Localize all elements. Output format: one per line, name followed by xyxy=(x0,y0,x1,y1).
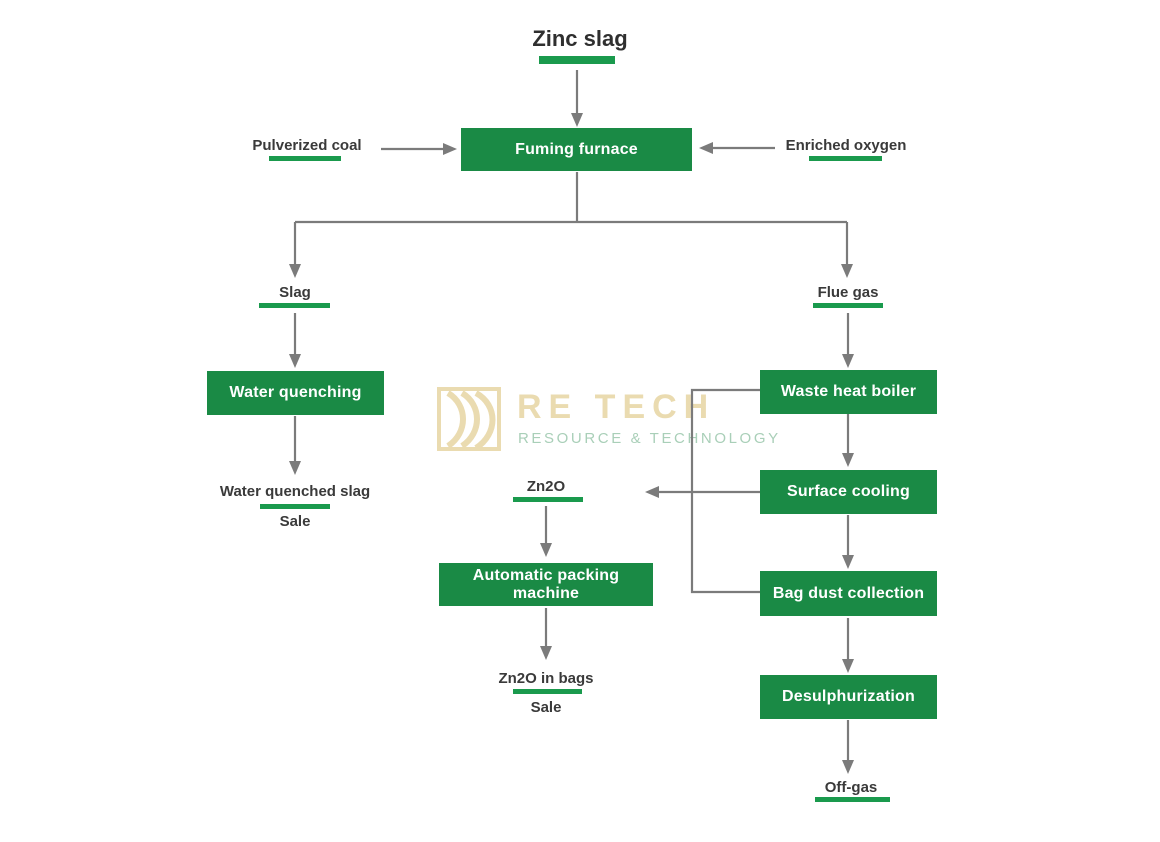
zn2o-in-bags-underline xyxy=(513,689,582,694)
label-zn2o: Zn2O xyxy=(526,478,566,495)
watermark-name: RE TECH xyxy=(517,388,716,426)
node-automatic-packing-machine: Automatic packing machine xyxy=(439,563,653,606)
title-underline xyxy=(539,56,615,64)
label-off-gas: Off-gas xyxy=(824,779,878,796)
node-desulphurization: Desulphurization xyxy=(760,675,937,719)
label-enriched-oxygen: Enriched oxygen xyxy=(785,137,907,154)
node-bag-dust-collection: Bag dust collection xyxy=(760,571,937,616)
label-zn2o-in-bags: Zn2O in bags xyxy=(498,670,594,687)
enriched-oxygen-underline xyxy=(809,156,882,161)
page-title: Zinc slag xyxy=(532,26,628,51)
re-tech-logo xyxy=(436,386,508,454)
label-water-quenched-slag-sale: Sale xyxy=(279,513,311,530)
label-water-quenched-slag: Water quenched slag xyxy=(219,483,371,500)
label-flue-gas: Flue gas xyxy=(817,284,879,301)
zn2o-underline xyxy=(513,497,583,502)
node-fuming-furnace: Fuming furnace xyxy=(461,128,692,171)
off-gas-underline xyxy=(815,797,890,802)
line-fuming-furnace-split xyxy=(295,172,847,224)
watermark-tagline: RESOURCE & TECHNOLOGY xyxy=(518,430,781,447)
node-water-quenching: Water quenching xyxy=(207,371,384,415)
slag-underline xyxy=(259,303,330,308)
pulverized-coal-underline xyxy=(269,156,341,161)
label-slag: Slag xyxy=(279,284,311,301)
node-waste-heat-boiler: Waste heat boiler xyxy=(760,370,937,414)
label-zn2o-in-bags-sale: Sale xyxy=(530,699,562,716)
flue-gas-underline xyxy=(813,303,883,308)
label-pulverized-coal: Pulverized coal xyxy=(252,137,362,154)
water-quenched-slag-underline xyxy=(260,504,330,509)
node-surface-cooling: Surface cooling xyxy=(760,470,937,514)
